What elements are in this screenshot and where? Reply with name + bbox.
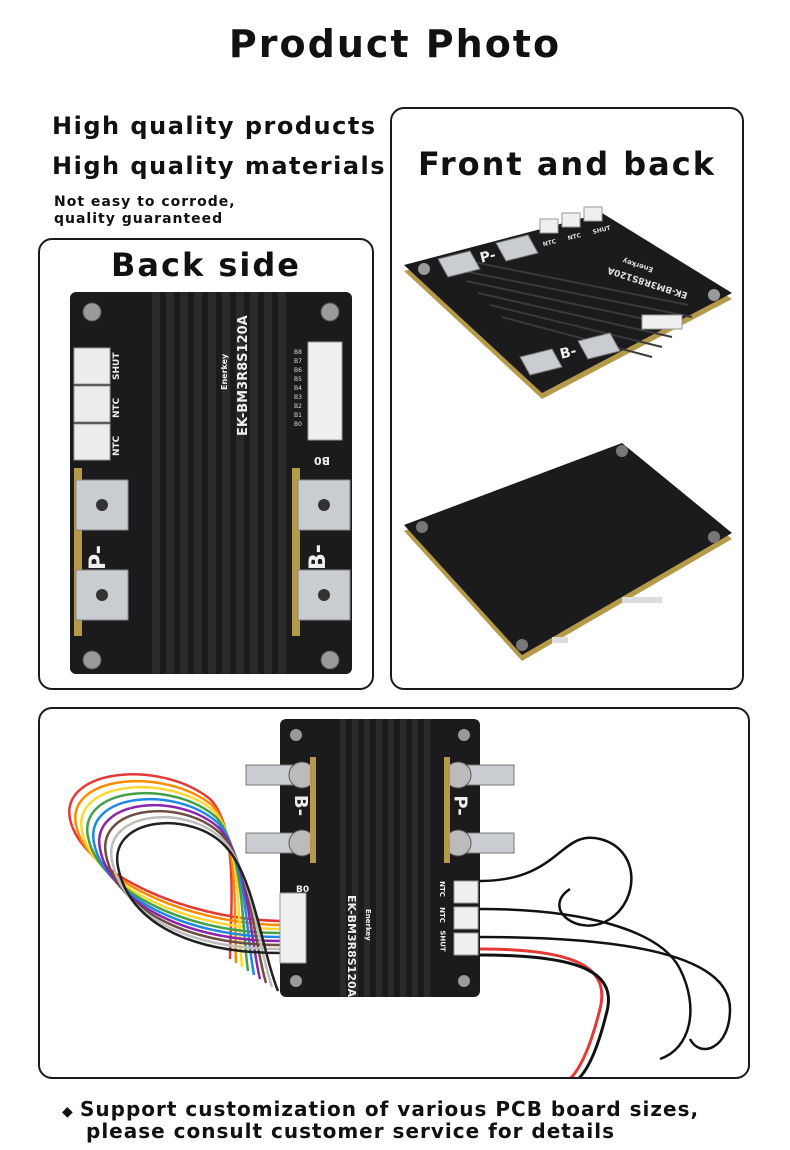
- wired-connector-shut-label: SHUT: [438, 930, 447, 952]
- back-connector-ntc1-label: NTC: [112, 397, 122, 418]
- back-terminal-b-label: B-: [306, 544, 331, 570]
- back-connector-shut-label: SHUT: [112, 352, 122, 380]
- back-connector-ntc2-label: NTC: [112, 435, 122, 456]
- front-view-board: [404, 206, 732, 661]
- customization-note-line2: please consult customer service for deta…: [86, 1119, 615, 1143]
- wired-board-panel: B- P- EK-BM3R8S120A Enerkey B0 NTC NTC S…: [38, 707, 750, 1079]
- pin-label: B3: [294, 394, 302, 401]
- back-brand-label: Enerkey: [220, 353, 229, 390]
- customization-note-line1: Support customization of various PCB boa…: [80, 1097, 700, 1121]
- tagline-materials: High quality materials: [52, 152, 387, 180]
- corrosion-note-line2: quality guaranteed: [54, 211, 224, 227]
- pin-label: B7: [294, 358, 302, 365]
- pin-label: B4: [294, 385, 302, 392]
- wired-terminal-b-label: B-: [290, 794, 312, 817]
- back-side-board: [70, 292, 352, 674]
- wired-model-label: EK-BM3R8S120A: [345, 895, 358, 998]
- pin-label: B5: [294, 376, 302, 383]
- diamond-bullet-icon: ◆: [62, 1104, 74, 1120]
- pin-label: B1: [294, 412, 302, 419]
- back-pin-b0-label: B0: [314, 454, 331, 467]
- wired-brand-label: Enerkey: [364, 909, 372, 941]
- back-pin-labels: B8 B7 B6 B5 B4 B3 B2 B1 B0: [294, 348, 306, 429]
- pin-label: B0: [294, 421, 302, 428]
- tagline-products: High quality products: [52, 112, 377, 140]
- wired-pin-b0-label: B0: [296, 885, 310, 895]
- pin-label: B8: [294, 349, 302, 356]
- back-side-panel: Back side: [38, 238, 374, 690]
- corrosion-note-line1: Not easy to corrode,: [54, 194, 236, 210]
- back-terminal-p-label: P-: [86, 545, 111, 570]
- back-model-label: EK-BM3R8S120A: [236, 315, 251, 436]
- customization-note: ◆ Support customization of various PCB b…: [62, 1098, 699, 1142]
- wired-terminal-p-label: P-: [449, 795, 471, 816]
- front-and-back-heading: Front and back: [418, 145, 716, 183]
- pin-label: B2: [294, 403, 302, 410]
- page-title: Product Photo: [228, 22, 562, 66]
- corrosion-note: Not easy to corrode, quality guaranteed: [54, 194, 314, 228]
- front-and-back-panel: Front and back EK-: [390, 107, 744, 690]
- wired-connector-ntc2-label: NTC: [437, 907, 446, 923]
- wired-board-photo: [68, 719, 732, 1077]
- wired-connector-ntc1-label: NTC: [437, 881, 446, 897]
- back-side-heading: Back side: [111, 246, 301, 284]
- pin-label: B6: [294, 367, 302, 374]
